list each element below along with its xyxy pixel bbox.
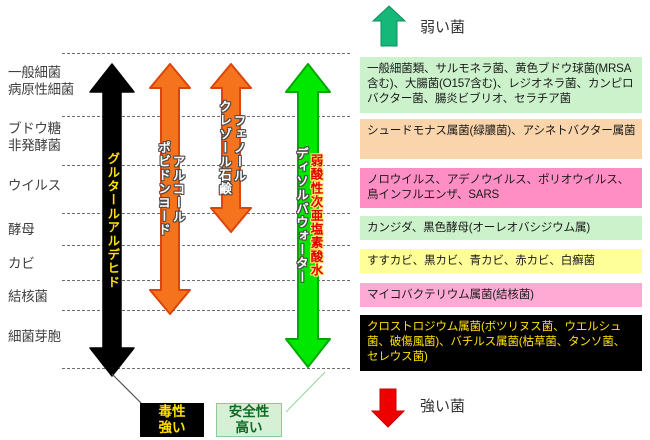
callout-toxicity-high: 毒性 強い xyxy=(140,403,204,437)
gridline xyxy=(62,368,350,369)
agent-label-povidone-iodine: ポビドンヨード xyxy=(156,141,170,237)
organism-box-pseudomonas: シュードモナス属菌(緑膿菌)、アシネトバクター属菌 xyxy=(360,119,642,159)
agent-arrow-weak-acid-hypochlorous-water: 弱酸性次亜塩素酸水 ディソルバウォーター xyxy=(284,62,332,369)
gridline xyxy=(62,310,350,311)
gridline xyxy=(62,213,350,214)
category-label-general-bacteria: 一般細菌 病原性細菌 xyxy=(8,65,74,97)
gridline xyxy=(62,165,350,166)
callout-safety-high: 安全性 高い xyxy=(216,403,282,437)
agent-arrow-alcohol-povidone-iodine: アルコール ポビドンヨード xyxy=(148,62,192,316)
agent-label-alcohol: アルコール xyxy=(170,154,185,224)
organism-box-yeast: カンジダ、黒色酵母(オーレオバシジウム属) xyxy=(360,216,642,240)
agent-label-phenol: フェノール xyxy=(231,113,246,183)
gridline xyxy=(62,53,350,54)
category-label-virus: ウイルス xyxy=(8,178,61,193)
organism-box-virus: ノロウイルス、アデノウイルス、ポリオウイルス、鳥インフルエンザ、SARS xyxy=(360,168,642,208)
legend-weak-label: 弱い菌 xyxy=(420,19,466,36)
gridline xyxy=(62,116,350,117)
agent-label-dissolve-water: ディソルバウォーター xyxy=(294,147,308,284)
organism-box-clostridium: クロストロジウム属菌(ボツリヌス菌、ウエルシュ菌、破傷風菌)、バチルス属菌(枯草… xyxy=(360,315,642,371)
category-label-tuberculosis: 結核菌 xyxy=(8,289,48,304)
gridline xyxy=(62,245,350,246)
gridline xyxy=(62,280,350,281)
down-arrow-icon xyxy=(370,388,406,428)
leader-line-safe xyxy=(285,371,326,413)
agent-label-cresol-soap: クレゾール石鹸 xyxy=(217,100,231,196)
agent-arrow-phenol-cresol-soap: フェノール クレゾール石鹸 xyxy=(209,62,253,234)
category-label-yeast: 酵母 xyxy=(8,222,35,237)
legend-strong-label: 強い菌 xyxy=(420,398,466,415)
category-label-bacterial-spore: 細菌芽胞 xyxy=(8,329,61,344)
agent-label-glutaraldehyde: グルタールアルデヒド xyxy=(105,151,120,289)
agent-label-weak-acid-hypochlorous-water: 弱酸性次亜塩素酸水 xyxy=(308,153,323,278)
organism-box-mycobacterium: マイコバクテリウム属菌(結核菌) xyxy=(360,283,642,307)
agent-arrow-glutaraldehyde: グルタールアルデヒド xyxy=(88,62,136,378)
up-arrow-icon xyxy=(372,5,406,47)
category-label-mold: カビ xyxy=(8,256,35,271)
category-label-glucose-nonfermenting: ブドウ糖 非発酵菌 xyxy=(8,121,61,153)
organism-box-general-bacteria: 一般細菌類、サルモネラ菌、黄色ブドウ球菌(MRSA含む)、大腸菌(O157含む)… xyxy=(360,57,642,113)
organism-box-mold: すすカビ、黒カビ、青カビ、赤カビ、白癬菌 xyxy=(360,249,642,273)
